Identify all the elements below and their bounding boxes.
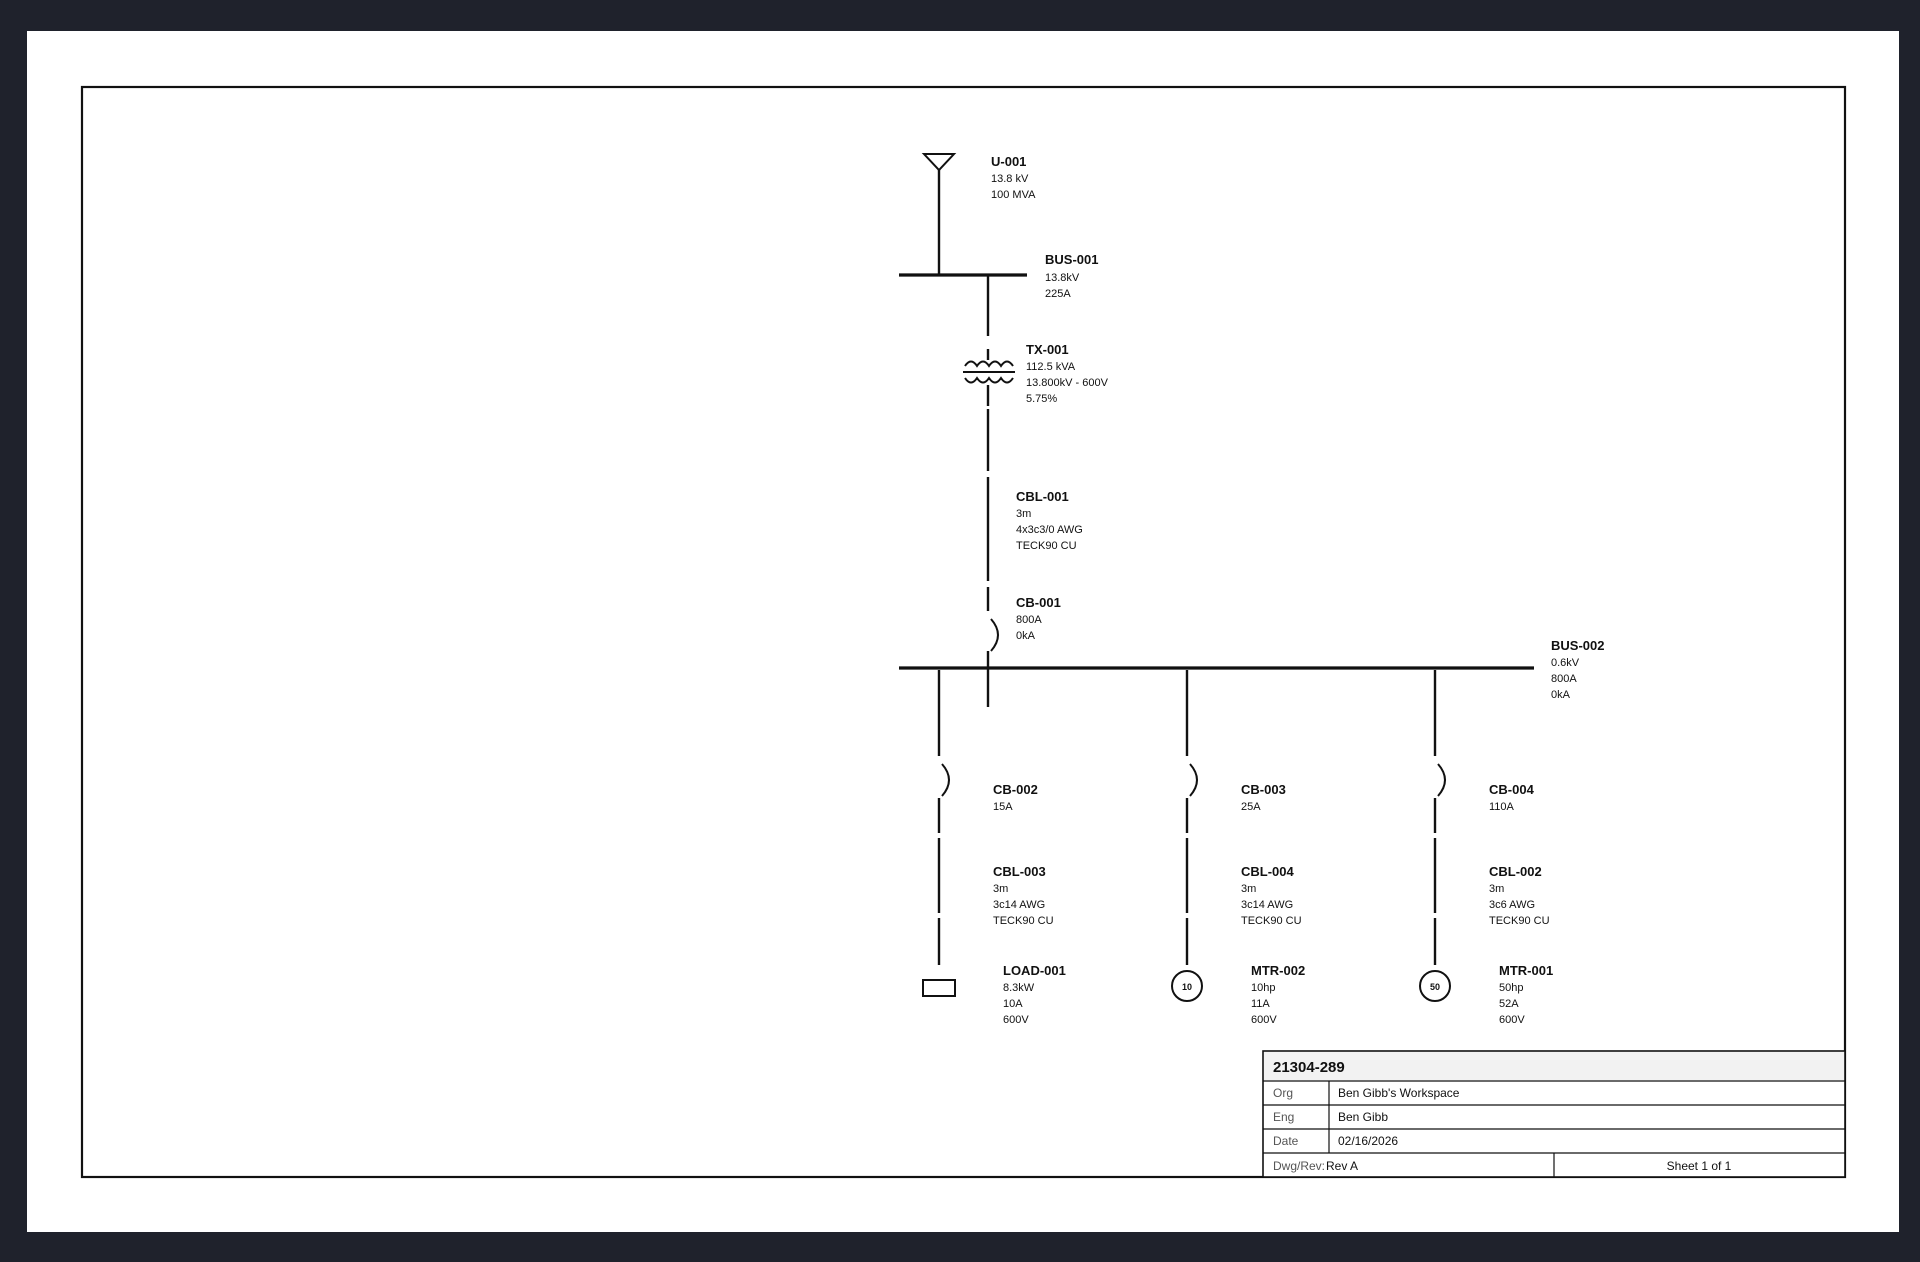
load-2-line-3: 600V (1251, 1014, 1277, 1026)
title-block-project: 21304-289 (1273, 1059, 1345, 1076)
utility-name: U-001 (991, 154, 1026, 169)
title-block-eng-value: Ben Gibb (1338, 1110, 1388, 1124)
transformer-line-2: 13.800kV - 600V (1026, 377, 1109, 389)
breaker-cb-001-line-1: 800A (1016, 614, 1042, 626)
transformer-line-1: 112.5 kVA (1026, 361, 1076, 373)
breaker-icon (990, 618, 999, 652)
title-block-sheet: Sheet 1 of 1 (1667, 1159, 1732, 1173)
bus-001-line-1: 13.8kV (1045, 272, 1080, 284)
utility-source[interactable]: U-001 13.8 kV 100 MVA (921, 153, 1036, 274)
bus-002-line-2: 800A (1551, 673, 1577, 685)
feeder-branch-1: CB-002 15A CBL-003 3m 3c14 AWG TECK90 CU LOAD-… (922, 670, 1066, 1026)
motor-mtr-002[interactable]: 10 MTR-002 10hp 11A 600V (1171, 963, 1305, 1026)
load-1-name: LOAD-001 (1003, 963, 1066, 978)
utility-line-1: 13.8 kV (991, 173, 1029, 185)
load-2-line-1: 10hp (1251, 982, 1275, 994)
bus-001-name: BUS-001 (1045, 252, 1098, 267)
load-3-line-2: 52A (1499, 998, 1519, 1010)
cable-cbl-001-line-2: 4x3c3/0 AWG (1016, 524, 1083, 536)
load-3-line-1: 50hp (1499, 982, 1523, 994)
breaker-icon (1189, 763, 1198, 797)
cable-2-line-2: 3c14 AWG (1241, 899, 1293, 911)
transformer-icon (963, 360, 1015, 384)
cable-cbl-001[interactable]: CBL-001 3m 4x3c3/0 AWG TECK90 CU (986, 409, 1083, 611)
cable-3-name: CBL-002 (1489, 864, 1542, 879)
utility-line-2: 100 MVA (991, 189, 1036, 201)
title-block-dwg-value: Rev A (1326, 1159, 1358, 1173)
title-block-header-bg (1264, 1052, 1844, 1080)
transformer-line-3: 5.75% (1026, 393, 1057, 405)
load-1-line-3: 600V (1003, 1014, 1029, 1026)
drawing-border (80, 85, 1847, 1179)
bus-001-line-2: 225A (1045, 288, 1071, 300)
breaker-3-line-1: 25A (1241, 801, 1261, 813)
cable-1-line-3: TECK90 CU (993, 915, 1054, 927)
bus-002-line-1: 0.6kV (1551, 657, 1580, 669)
bus-001[interactable]: BUS-001 13.8kV 225A (899, 252, 1098, 300)
title-block-org-value: Ben Gibb's Workspace (1338, 1086, 1460, 1100)
cable-cbl-004[interactable]: CBL-004 3m 3c14 AWG TECK90 CU (1185, 798, 1302, 965)
cable-2-name: CBL-004 (1241, 864, 1295, 879)
title-block-dwg-label: Dwg/Rev: (1273, 1159, 1325, 1173)
transformer-name: TX-001 (1026, 342, 1069, 357)
utility-icon (921, 153, 957, 172)
title-block-date-value: 02/16/2026 (1338, 1134, 1398, 1148)
cable-cbl-001-line-1: 3m (1016, 508, 1031, 520)
load-2-name: MTR-002 (1251, 963, 1305, 978)
load-1-line-1: 8.3kW (1003, 982, 1035, 994)
load-2-line-2: 11A (1251, 998, 1270, 1010)
motor-icon (1419, 970, 1451, 1002)
cable-3-line-2: 3c6 AWG (1489, 899, 1535, 911)
load-icon (922, 979, 956, 997)
motor-rating-text: 10 (1182, 982, 1192, 992)
cable-3-line-3: TECK90 CU (1489, 915, 1550, 927)
cable-cbl-001-name: CBL-001 (1016, 489, 1069, 504)
load-3-name: MTR-001 (1499, 963, 1553, 978)
load-3-line-3: 600V (1499, 1014, 1525, 1026)
cable-1-line-1: 3m (993, 883, 1008, 895)
breaker-icon (941, 763, 950, 797)
bus-002[interactable]: BUS-002 0.6kV 800A 0kA (899, 638, 1604, 701)
bus-002-name: BUS-002 (1551, 638, 1604, 653)
cable-1-line-2: 3c14 AWG (993, 899, 1045, 911)
load-load-001[interactable]: LOAD-001 8.3kW 10A 600V (922, 963, 1066, 1026)
drawing-sheet: U-001 13.8 kV 100 MVA BUS-001 13.8kV 225… (27, 31, 1899, 1232)
single-line-diagram: U-001 13.8 kV 100 MVA BUS-001 13.8kV 225… (80, 85, 1847, 1179)
cable-cbl-003[interactable]: CBL-003 3m 3c14 AWG TECK90 CU (937, 798, 1054, 965)
motor-rating-text: 50 (1430, 982, 1440, 992)
breaker-2-name: CB-002 (993, 782, 1038, 797)
motor-mtr-001[interactable]: 50 MTR-001 50hp 52A 600V (1419, 963, 1553, 1026)
transformer-tx-001[interactable]: TX-001 112.5 kVA 13.800kV - 600V 5.75% (963, 276, 1109, 406)
title-block-date-label: Date (1273, 1134, 1299, 1148)
bus-002-line-3: 0kA (1551, 689, 1571, 701)
breaker-cb-002[interactable]: CB-002 15A (937, 670, 1038, 813)
feeder-branch-3: CB-004 110A CBL-002 3m 3c6 AWG TECK90 CU 50 MTR… (1419, 670, 1553, 1026)
breaker-cb-001-name: CB-001 (1016, 595, 1061, 610)
feeder-branch-2: CB-003 25A CBL-004 3m 3c14 AWG TECK90 CU 10 MTR… (1171, 670, 1305, 1026)
breaker-cb-001[interactable]: CB-001 800A 0kA (986, 595, 1061, 707)
cable-cbl-001-line-3: TECK90 CU (1016, 540, 1077, 552)
cable-1-name: CBL-003 (993, 864, 1046, 879)
feeder-branches: CB-002 15A CBL-003 3m 3c14 AWG TECK90 CU LOAD-… (922, 670, 1553, 1026)
cable-3-line-1: 3m (1489, 883, 1504, 895)
title-block-org-label: Org (1273, 1086, 1293, 1100)
breaker-cb-003[interactable]: CB-003 25A (1185, 670, 1286, 813)
breaker-3-name: CB-003 (1241, 782, 1286, 797)
cable-2-line-1: 3m (1241, 883, 1256, 895)
title-block-eng-label: Eng (1273, 1110, 1294, 1124)
breaker-icon (1437, 763, 1446, 797)
motor-icon (1171, 970, 1203, 1002)
title-block: 21304-289 Org Ben Gibb's Workspace Eng B… (1262, 1050, 1846, 1178)
breaker-cb-001-line-2: 0kA (1016, 630, 1036, 642)
breaker-4-line-1: 110A (1489, 801, 1515, 813)
cable-2-line-3: TECK90 CU (1241, 915, 1302, 927)
breaker-4-name: CB-004 (1489, 782, 1535, 797)
load-1-line-2: 10A (1003, 998, 1023, 1010)
breaker-cb-004[interactable]: CB-004 110A (1433, 670, 1535, 813)
breaker-2-line-1: 15A (993, 801, 1013, 813)
cable-cbl-002[interactable]: CBL-002 3m 3c6 AWG TECK90 CU (1433, 798, 1550, 965)
